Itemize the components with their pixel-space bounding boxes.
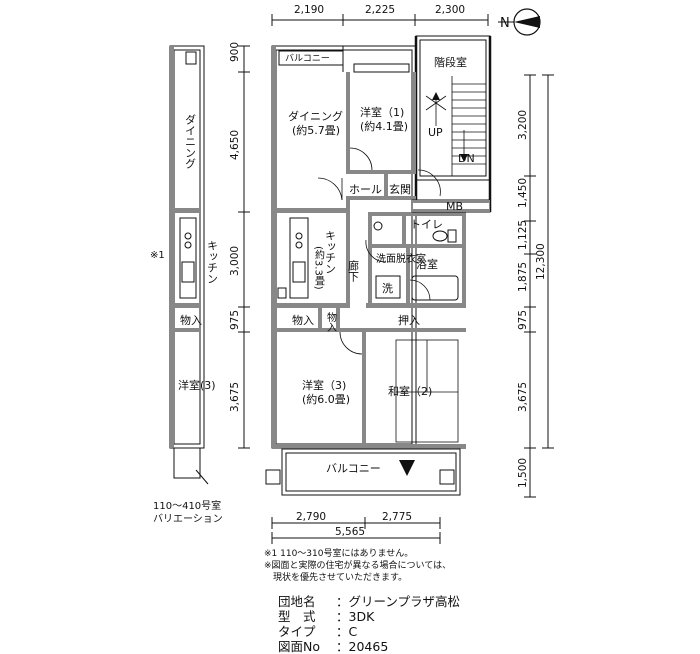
variation-caption-line1: 110～410号室 — [153, 501, 222, 512]
top-dimensions — [271, 14, 489, 26]
stair-treads — [425, 76, 486, 176]
variation-dining-label: ダイニング — [184, 114, 197, 169]
corridor-label: 廊下 — [347, 259, 360, 283]
dining-label: ダイニング — [288, 109, 343, 123]
bath-label: 浴室 — [416, 257, 438, 271]
info-block: 団地名：グリーンプラザ高松 型 式：3DK タイプ：C 図面No：20465 — [278, 594, 460, 654]
left-dimensions — [238, 45, 250, 449]
info-type-row: 型 式：3DK — [278, 609, 375, 624]
dim-right-2: 1,450 — [517, 178, 529, 208]
info-subtype-value: C — [348, 624, 358, 639]
info-drawing-row: 図面No：20465 — [278, 639, 389, 654]
info-type-value: 3DK — [348, 609, 375, 624]
kitchen-size-label: (約3.3畳) — [313, 246, 325, 290]
info-drawing-value: 20465 — [348, 639, 389, 654]
info-project-row: 団地名：グリーンプラザ高松 — [278, 594, 461, 609]
info-subtype-row: タイプ：C — [278, 624, 358, 639]
stairwell-label: 階段室 — [434, 55, 467, 69]
north-compass-icon — [498, 8, 541, 36]
up-arrow-icon — [432, 92, 440, 100]
note-1: ※1 110～310号室にはありません。 — [264, 549, 414, 559]
dim-right-5: 975 — [517, 310, 529, 330]
info-project-key: 団地名 — [278, 594, 316, 609]
balcony-bottom-label: バルコニー — [326, 462, 381, 475]
variation-caption: 110～410号室 バリエーション — [153, 500, 223, 526]
dim-right-7: 1,500 — [517, 458, 529, 488]
note-3: 現状を優先させていただきます。 — [264, 573, 408, 583]
variation-plan-walls — [169, 45, 209, 485]
washroom-label: 洗面脱衣室 — [376, 252, 426, 265]
dn-label: DN — [458, 152, 475, 165]
dim-left-1: 900 — [229, 42, 241, 62]
north-label: N — [500, 16, 510, 31]
kitchen-label: キッチン — [324, 230, 337, 274]
dim-left-4: 975 — [229, 310, 241, 330]
note-2: ※図面と実際の住宅が異なる場合については、 — [264, 561, 452, 571]
storage1-label: 物入 — [292, 313, 314, 327]
dim-left-3: 3,000 — [229, 246, 241, 276]
dim-bottom-2: 2,775 — [382, 511, 412, 523]
washitsu-label: 和室（2) — [388, 384, 432, 398]
storage2-label: 物入 — [325, 311, 337, 332]
dim-right-total: 12,300 — [535, 243, 547, 280]
dim-right-4: 1,875 — [517, 262, 529, 292]
variation-kitchen-label: キッチン — [206, 240, 219, 284]
toilet-label: トイレ — [410, 218, 443, 231]
variation-caption-line2: バリエーション — [153, 514, 223, 525]
hall-label: ホール — [349, 183, 382, 196]
dim-left-5: 3,675 — [229, 382, 241, 412]
info-project-value: グリーンプラザ高松 — [348, 594, 461, 609]
mb-label: MB — [446, 200, 463, 213]
balcony-top-label: バルコニー — [285, 53, 330, 64]
info-subtype-key: タイプ — [278, 624, 316, 639]
down-arrow-icon — [460, 154, 468, 162]
dim-top-1: 2,190 — [294, 4, 324, 16]
dim-bottom-1: 2,790 — [296, 511, 326, 523]
room1-label: 洋室（1) — [360, 105, 404, 119]
info-type-key: 型 式 — [278, 609, 316, 624]
info-drawing-key: 図面No — [278, 639, 320, 654]
dim-right-3: 1,125 — [517, 220, 529, 250]
main-plan-walls — [265, 35, 492, 496]
variation-room3-label: 洋室(3) — [178, 378, 216, 392]
up-label: UP — [428, 126, 443, 139]
variation-mark-label: ※1 — [150, 250, 165, 261]
dim-right-1: 3,200 — [517, 110, 529, 140]
entrance-label: 玄関 — [389, 182, 411, 196]
room3-label: 洋室（3) — [302, 378, 346, 392]
bottom-dimensions — [271, 517, 441, 544]
room1-size-label: (約4.1畳) — [360, 119, 408, 133]
triangle-marker-icon — [399, 460, 415, 476]
closet-label: 押入 — [398, 313, 420, 327]
dim-left-2: 4,650 — [229, 130, 241, 160]
variation-storage-label: 物入 — [180, 313, 202, 327]
right-dimensions — [524, 74, 554, 498]
notes: ※1 110～310号室にはありません。 ※図面と実際の住宅が異なる場合について… — [264, 548, 451, 584]
room3-size-label: (約6.0畳) — [302, 392, 350, 406]
dining-size-label: (約5.7畳) — [292, 123, 340, 137]
dim-top-3: 2,300 — [435, 4, 465, 16]
dim-bottom-total: 5,565 — [335, 526, 365, 538]
dim-top-2: 2,225 — [365, 4, 395, 16]
dim-right-6: 3,675 — [517, 382, 529, 412]
washer-label: 洗 — [382, 282, 393, 295]
